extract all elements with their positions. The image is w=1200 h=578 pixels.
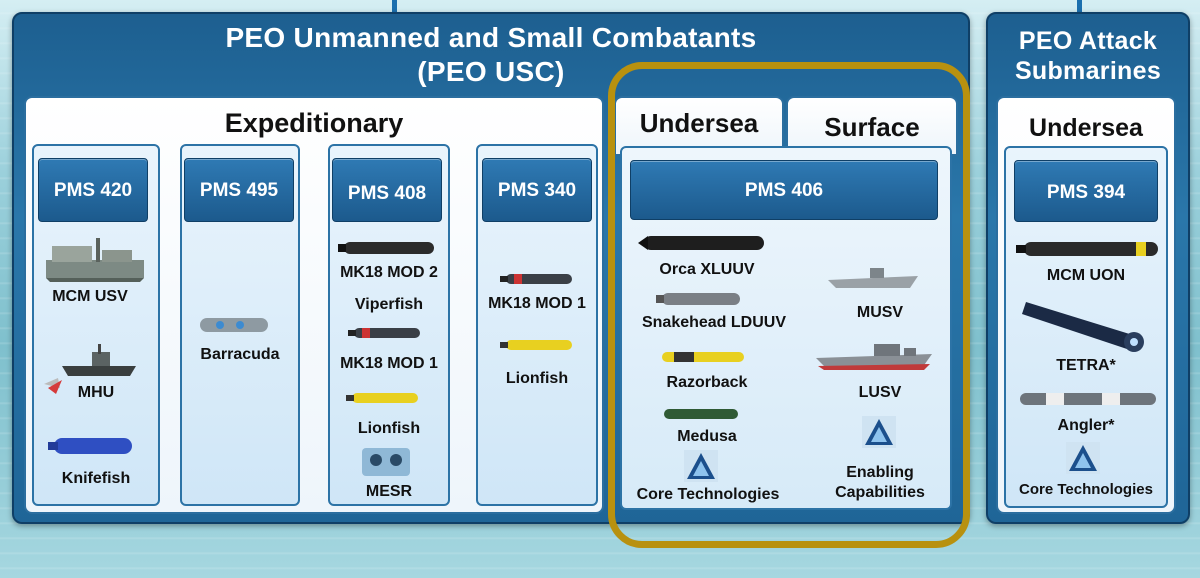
triangle-logo-icon <box>1066 442 1100 474</box>
core-technologies-label: Core Technologies <box>636 486 780 503</box>
triangle-logo-icon <box>684 450 718 482</box>
lionfish-image <box>346 393 418 403</box>
pms-406-highlight-outline <box>608 62 970 548</box>
pms-406-header: PMS 406 <box>630 160 938 220</box>
snakehead-ldunuv-label: Snakehead LDUUV <box>641 314 787 331</box>
expeditionary-title: Expeditionary <box>224 108 404 138</box>
pms-420-header: PMS 420 <box>38 158 148 222</box>
mcm-usv-label: MCM USV <box>52 288 128 305</box>
tetra-image <box>1022 302 1144 352</box>
mk18-mod1-label: MK18 MOD 1 <box>340 355 438 372</box>
mesr-image <box>362 448 410 476</box>
knifefish-label: Knifefish <box>61 470 131 487</box>
mk18-mod1-image <box>348 328 420 338</box>
lionfish-image-2 <box>500 340 572 350</box>
orca-xluuv-label: Orca XLUUV <box>659 261 755 278</box>
triangle-logo-icon <box>862 416 896 448</box>
pms-394-header: PMS 394 <box>1014 160 1158 222</box>
peo-usc-title: PEO Unmanned and Small Combatants <box>225 22 757 53</box>
surface-tab-title: Surface <box>824 112 920 142</box>
subs-core-technologies-label: Core Technologies <box>1019 481 1153 498</box>
lusv-image <box>816 344 932 370</box>
mhu-image <box>44 344 136 394</box>
mk18-mod1-label-2: MK18 MOD 1 <box>488 295 586 312</box>
org-connector-line <box>1077 0 1082 14</box>
angler-label: Angler* <box>1057 417 1115 434</box>
subs-undersea-title: Undersea <box>1029 114 1143 142</box>
mcm-usv-image <box>46 238 144 282</box>
barracuda-label: Barracuda <box>200 346 280 363</box>
pms-340-header: PMS 340 <box>482 158 592 222</box>
mcm-uon-label: MCM UON <box>1046 267 1126 284</box>
musv-image <box>828 268 918 288</box>
pms-408-header: PMS 408 <box>332 158 442 222</box>
pms-495-header: PMS 495 <box>184 158 294 222</box>
angler-image <box>1020 393 1156 405</box>
mhu-label: MHU <box>77 384 115 401</box>
capabilities-label: Capabilities <box>835 484 925 501</box>
undersea-tab-title: Undersea <box>639 108 759 138</box>
tetra-label: TETRA* <box>1056 357 1116 374</box>
lusv-label: LUSV <box>858 384 902 401</box>
orca-xluuv-image <box>638 236 764 250</box>
mk18-mod2-image <box>338 242 434 254</box>
lionfish-label-2: Lionfish <box>505 370 569 387</box>
enabling-label: Enabling <box>846 464 914 481</box>
mk18-mod1-image-2 <box>500 274 572 284</box>
lionfish-label: Lionfish <box>357 420 421 437</box>
peo-subs-title: PEO Attack <box>1018 27 1158 55</box>
medusa-image <box>664 409 738 419</box>
peo-subs-subtitle: Submarines <box>1014 57 1162 85</box>
mesr-label: MESR <box>365 483 413 500</box>
barracuda-image <box>200 318 268 332</box>
medusa-label: Medusa <box>677 428 737 445</box>
razorback-image <box>662 352 744 362</box>
mk18-mod2-label: MK18 MOD 2 <box>340 264 438 281</box>
mcm-uon-image <box>1016 242 1158 256</box>
viperfish-label: Viperfish <box>354 296 424 313</box>
knifefish-image <box>48 438 132 454</box>
peo-usc-subtitle: (PEO USC) <box>417 56 565 87</box>
razorback-label: Razorback <box>666 374 748 391</box>
musv-label: MUSV <box>856 304 904 321</box>
org-connector-line <box>392 0 397 14</box>
snakehead-ldunuv-image <box>656 293 740 305</box>
